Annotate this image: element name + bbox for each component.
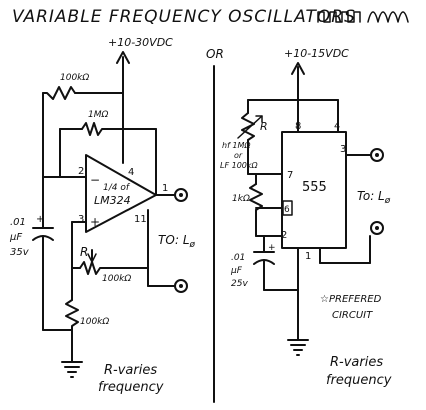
r-label-or: or [234, 151, 243, 160]
opamp-pin-2: 2 [78, 166, 84, 177]
left-caption-2: frequency [98, 380, 164, 395]
opamp-pin-4: 4 [128, 167, 134, 178]
resistor-1k [249, 183, 263, 211]
right-ground-icon [287, 339, 309, 356]
right-cap-voltage: 25v [231, 279, 248, 289]
resistor-1m [81, 122, 109, 136]
supply-arrow-icon [116, 51, 130, 64]
right-cap-plus: + [268, 243, 276, 253]
right-output-label: To: Lø [357, 189, 391, 206]
left-supply-label: +10-30VDC [108, 36, 173, 49]
right-cap-unit: μF [230, 266, 243, 276]
left-cap-plus: + [36, 214, 44, 225]
right-caption-1: R-varies [330, 355, 383, 370]
left-cap-value: .01 [10, 217, 26, 228]
left-cap-unit: μF [9, 232, 22, 243]
variable-arrow-icon [255, 115, 263, 123]
opamp-minus: − [90, 173, 100, 187]
resistor-r-variable [241, 112, 255, 141]
left-output-terminal[interactable] [174, 188, 188, 202]
left-ground-terminal[interactable] [174, 279, 188, 293]
pin-8: 8 [295, 121, 301, 132]
r-label-hf: hf 1MΩ [222, 141, 251, 150]
or-label: OR [206, 47, 224, 61]
r-letter: R [260, 120, 268, 133]
page-title: VARIABLE FREQUENCY OSCILLATORS [12, 7, 356, 27]
left-ground-icon [61, 361, 83, 378]
pin-6: 6 [284, 205, 290, 215]
sine-wave-icon [367, 11, 409, 23]
r-feedback-inner-label: 1MΩ [88, 110, 108, 120]
resistor-100k-bottom [65, 299, 79, 331]
chip-label: 555 [302, 180, 327, 195]
left-cap-voltage: 35v [10, 247, 30, 258]
pin-7: 7 [287, 170, 293, 181]
opamp-triangle [85, 154, 157, 233]
pot-value: 100kΩ [102, 274, 131, 284]
square-wave-icon [317, 11, 361, 23]
pin-4: 4 [334, 121, 340, 132]
lm324-oscillator-circuit: +10-30VDC 100kΩ 1MΩ 1/4 of LM324 − + 4 1… [9, 36, 196, 395]
opamp-pin-3: 3 [78, 214, 84, 225]
right-supply-label: +10-15VDC [284, 47, 349, 60]
opamp-plus: + [90, 215, 100, 229]
pin-1: 1 [305, 251, 311, 262]
resistor-100k-top [42, 86, 76, 100]
opamp-part: LM324 [94, 194, 131, 207]
r-label-lf: LF 100kΩ [220, 161, 259, 170]
pin-2: 2 [281, 230, 287, 241]
right-output-terminal[interactable] [370, 148, 384, 162]
right-supply-arrow-icon [291, 62, 305, 75]
opamp-fraction: 1/4 of [103, 183, 131, 193]
left-output-label: TO: Lø [158, 233, 196, 250]
right-caption-2: frequency [326, 373, 392, 388]
r-fixed-label: 1kΩ [232, 194, 250, 204]
chip-555 [281, 131, 347, 249]
potentiometer-r [79, 261, 105, 275]
pin-3: 3 [340, 144, 346, 155]
r-bottom-label: 100kΩ [80, 317, 109, 327]
opamp-pin-1: 1 [162, 183, 168, 194]
opamp-pin-11: 11 [134, 214, 147, 225]
right-cap-value: .01 [231, 253, 245, 263]
preferred-label: ☆PREFERED [320, 294, 382, 305]
right-ground-terminal[interactable] [370, 221, 384, 235]
pot-wiper-arrow-icon [87, 253, 97, 263]
left-caption-1: R-varies [104, 363, 157, 378]
preferred-circuit-label: CIRCUIT [332, 310, 373, 321]
ne555-oscillator-circuit: +10-15VDC 555 8 4 3 7 6 2 1 R hf 1MΩ or … [220, 47, 392, 388]
r-feedback-top-label: 100kΩ [60, 73, 89, 83]
pot-letter: R [80, 245, 88, 259]
